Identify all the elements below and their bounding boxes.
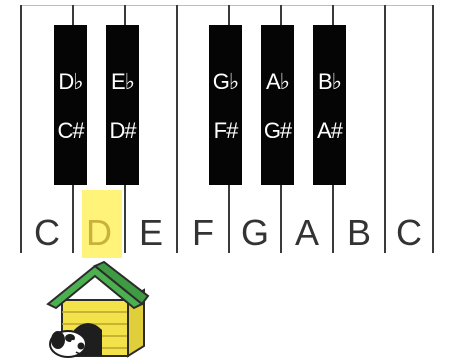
black-key-sharp-label: A# <box>313 120 346 142</box>
piano-keyboard: C D E F G A B C D♭ C# E♭ D# G♭ F# A♭ G# … <box>20 5 434 255</box>
white-key-label: G <box>230 215 280 251</box>
white-key-label: C <box>386 215 432 251</box>
black-key-sharp-label: C# <box>54 120 87 142</box>
white-key-label: E <box>126 215 176 251</box>
black-key-sharp-label: F# <box>209 120 242 142</box>
black-key-bb-a-sharp[interactable]: B♭ A# <box>313 25 346 185</box>
black-key-sharp-label: D# <box>106 120 139 142</box>
white-key-label: B <box>334 215 384 251</box>
black-key-ab-g-sharp[interactable]: A♭ G# <box>261 25 294 185</box>
black-key-flat-label: A♭ <box>261 71 294 93</box>
black-key-flat-label: D♭ <box>54 71 87 93</box>
white-key-c-high[interactable]: C <box>384 5 434 253</box>
white-key-label: D <box>74 215 124 251</box>
black-key-sharp-label: G# <box>261 120 294 142</box>
white-key-label: C <box>22 215 72 251</box>
black-key-gb-f-sharp[interactable]: G♭ F# <box>209 25 242 185</box>
black-key-flat-label: B♭ <box>313 71 346 93</box>
black-key-flat-label: E♭ <box>106 71 139 93</box>
doghouse-with-dog-icon <box>40 260 150 360</box>
white-key-label: A <box>282 215 332 251</box>
white-key-label: F <box>178 215 228 251</box>
black-key-db-c-sharp[interactable]: D♭ C# <box>54 25 87 185</box>
black-key-flat-label: G♭ <box>209 71 242 93</box>
black-key-eb-d-sharp[interactable]: E♭ D# <box>106 25 139 185</box>
